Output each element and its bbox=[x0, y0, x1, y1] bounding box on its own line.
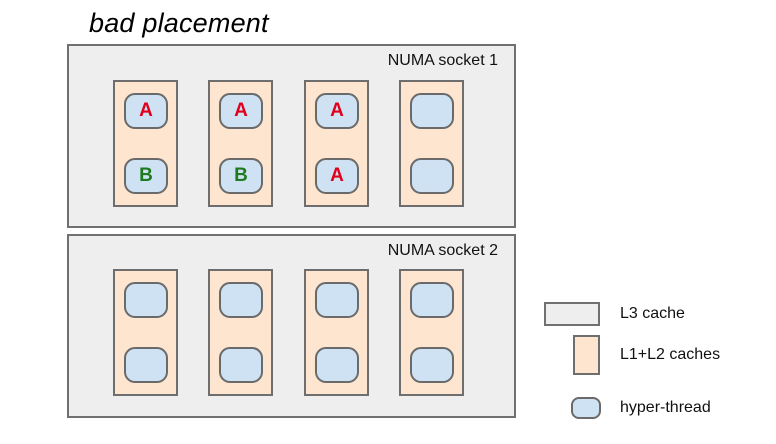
l3-cache-swatch bbox=[544, 302, 600, 326]
legend-label-ht: hyper-thread bbox=[620, 399, 711, 416]
core bbox=[399, 80, 464, 207]
hyper-thread bbox=[124, 347, 168, 383]
hyper-thread bbox=[219, 282, 263, 318]
hyper-thread bbox=[410, 347, 454, 383]
core: A B bbox=[208, 80, 273, 207]
core bbox=[208, 269, 273, 396]
l1-l2-cache-swatch bbox=[573, 335, 600, 375]
hyper-thread: A bbox=[219, 93, 263, 129]
hyper-thread bbox=[124, 282, 168, 318]
legend-label-l12: L1+L2 caches bbox=[620, 346, 721, 363]
hyper-thread bbox=[315, 347, 359, 383]
hyper-thread-swatch bbox=[571, 397, 601, 419]
hyper-thread bbox=[219, 347, 263, 383]
numa-socket-2: NUMA socket 2 bbox=[67, 234, 516, 418]
core: A B bbox=[113, 80, 178, 207]
legend-label-l3: L3 cache bbox=[620, 305, 685, 322]
core bbox=[113, 269, 178, 396]
hyper-thread: A bbox=[315, 93, 359, 129]
hyper-thread bbox=[315, 282, 359, 318]
hyper-thread bbox=[410, 93, 454, 129]
socket-label: NUMA socket 2 bbox=[387, 242, 498, 259]
core bbox=[304, 269, 369, 396]
core bbox=[399, 269, 464, 396]
hyper-thread: B bbox=[124, 158, 168, 194]
hyper-thread bbox=[410, 282, 454, 318]
diagram-title: bad placement bbox=[89, 8, 269, 38]
numa-socket-1: NUMA socket 1 A B A B A A bbox=[67, 44, 516, 228]
core: A A bbox=[304, 80, 369, 207]
hyper-thread: A bbox=[315, 158, 359, 194]
socket-label: NUMA socket 1 bbox=[387, 52, 498, 69]
hyper-thread bbox=[410, 158, 454, 194]
hyper-thread: A bbox=[124, 93, 168, 129]
hyper-thread: B bbox=[219, 158, 263, 194]
